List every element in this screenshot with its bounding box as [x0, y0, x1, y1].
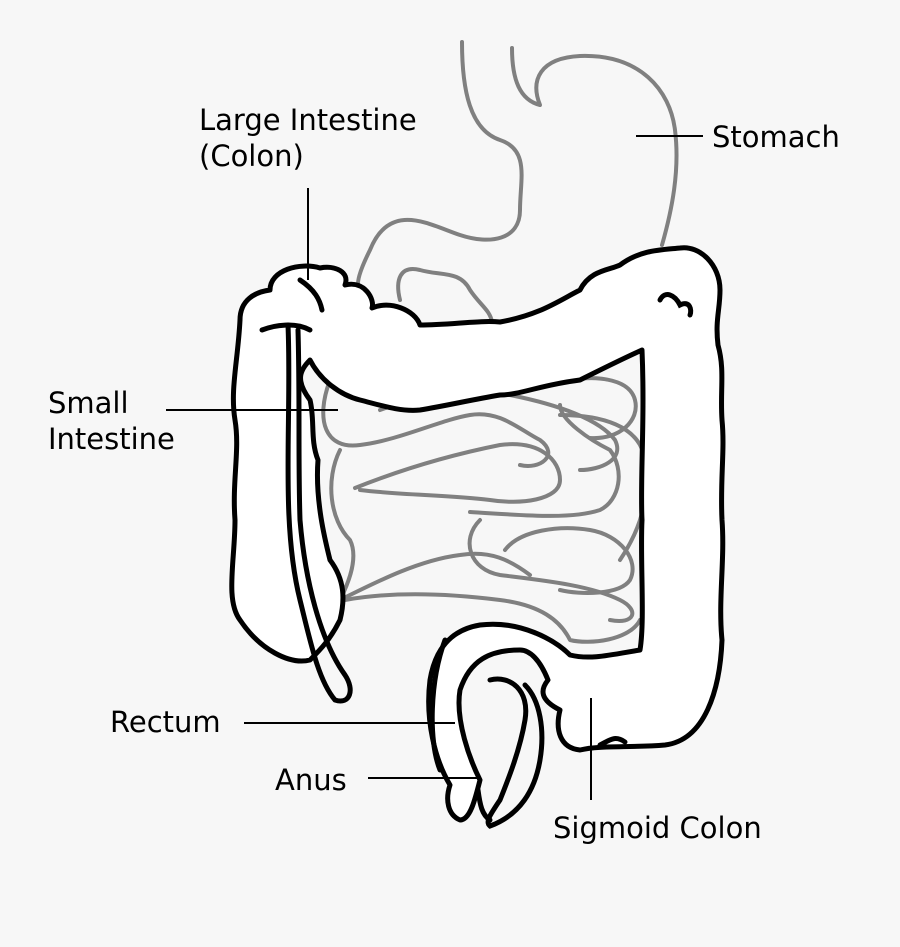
label-sigmoid-colon: Sigmoid Colon	[553, 811, 762, 845]
stomach-drawing	[356, 40, 679, 324]
label-stomach: Stomach	[712, 120, 840, 154]
label-small-intestine-line2: Intestine	[48, 422, 175, 456]
label-small-intestine-line1: Small	[48, 386, 129, 420]
label-large-intestine: Large Intestine (Colon)	[199, 102, 417, 174]
small-intestine-drawing	[321, 376, 649, 644]
label-large-intestine-line2: (Colon)	[199, 139, 304, 173]
label-small-intestine: Small Intestine	[48, 385, 175, 457]
large-intestine-drawing	[229, 245, 726, 829]
label-rectum: Rectum	[110, 705, 221, 739]
label-anus: Anus	[275, 763, 347, 797]
label-large-intestine-line1: Large Intestine	[199, 103, 417, 137]
